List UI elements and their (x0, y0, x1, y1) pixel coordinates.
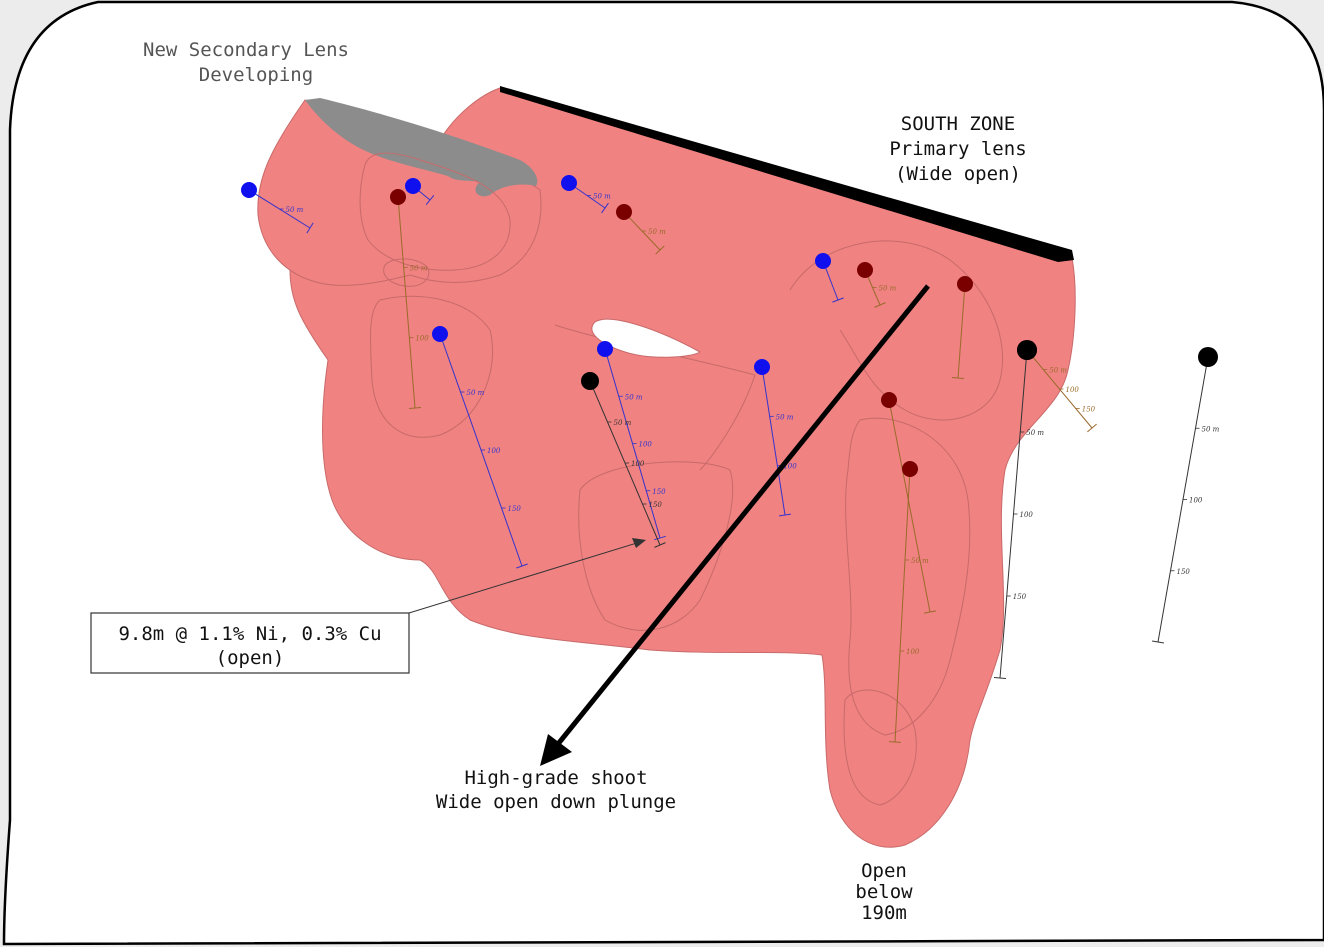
south-zone-label-3: (Wide open) (895, 163, 1021, 185)
depth-label: 50 m (410, 264, 428, 272)
open-below-label-1: Open (861, 860, 907, 882)
shoot-label-2: Wide open down plunge (436, 791, 676, 813)
depth-label: 150 (508, 505, 522, 513)
depth-label: 50 m (593, 193, 611, 201)
depth-label: 100 (906, 648, 920, 656)
intercept-line-1: 9.8m @ 1.1% Ni, 0.3% Cu (118, 623, 381, 645)
drill-collar-blue (432, 326, 448, 342)
depth-label: 100 (1189, 497, 1203, 505)
depth-label: 50 m (467, 389, 485, 397)
depth-label: 150 (649, 501, 663, 509)
drill-collar-black (1198, 347, 1218, 367)
open-below-label-2: below (855, 881, 913, 903)
depth-label: 50 m (911, 557, 929, 565)
shoot-label-1: High-grade shoot (464, 767, 647, 789)
depth-label: 50 m (648, 228, 666, 236)
drill-collar-black (1017, 340, 1037, 360)
drill-collar-blue (561, 175, 577, 191)
depth-label: 50 m (879, 285, 897, 293)
drill-collar-blue (597, 341, 613, 357)
depth-label: 50 m (286, 206, 304, 214)
depth-label: 100 (415, 335, 429, 343)
intercept-line-2: (open) (216, 647, 285, 669)
drill-collar-red (902, 461, 918, 477)
secondary-lens-label-2: Developing (199, 64, 313, 86)
depth-label: 150 (1177, 568, 1191, 576)
drill-collar-black (581, 372, 599, 390)
drill-collar-blue (405, 178, 421, 194)
drill-collar-red (881, 392, 897, 408)
depth-label: 100 (1066, 386, 1080, 394)
secondary-lens-label-1: New Secondary Lens (143, 39, 349, 61)
depth-label: 50 m (1202, 425, 1220, 433)
drill-collar-red (390, 189, 406, 205)
open-below-label-3: 190m (861, 902, 907, 924)
drill-collar-blue (754, 359, 770, 375)
depth-label: 100 (1020, 511, 1034, 519)
depth-label: 100 (487, 447, 501, 455)
depth-label: 150 (652, 488, 666, 496)
depth-label: 50 m (625, 393, 643, 401)
drill-collar-red (857, 262, 873, 278)
depth-label: 100 (631, 460, 645, 468)
depth-label: 50 m (1026, 429, 1044, 437)
trace-end-cap (889, 742, 901, 743)
south-zone-label-2: Primary lens (889, 138, 1026, 160)
depth-label: 150 (1082, 406, 1096, 414)
drill-collar-red (957, 276, 973, 292)
depth-label: 50 m (1049, 367, 1067, 375)
south-zone-label-1: SOUTH ZONE (901, 113, 1015, 135)
depth-label: 50 m (614, 419, 632, 427)
drill-collar-red (616, 204, 632, 220)
depth-label: 150 (1013, 593, 1027, 601)
depth-label: 50 m (776, 413, 794, 421)
depth-label: 100 (639, 441, 653, 449)
drill-collar-blue (241, 182, 257, 198)
drill-collar-blue (815, 253, 831, 269)
